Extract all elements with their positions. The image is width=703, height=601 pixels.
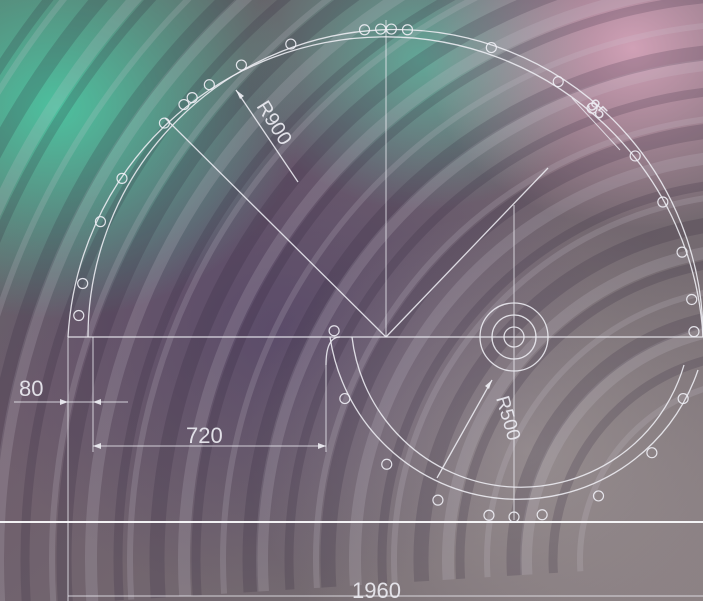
metal-streak [284, 87, 703, 590]
radial-line-left [164, 117, 387, 338]
metal-streak [577, 386, 703, 572]
d720-arrow-left [93, 443, 101, 449]
d80-label: 80 [19, 376, 43, 401]
bolt-hole [536, 509, 548, 521]
bolt-hole [285, 38, 297, 50]
metal-streak [320, 124, 703, 588]
r500-leader [436, 379, 493, 479]
lower-inner-arc [351, 336, 685, 488]
metal-streak [442, 247, 703, 580]
bolt-hole [677, 392, 689, 405]
metal-streak [113, 0, 456, 601]
bolt-hole [73, 309, 85, 322]
r95-label: 95 [583, 95, 611, 123]
metal-streak [127, 0, 479, 600]
metal-streak [56, 0, 360, 601]
bolt-hole [77, 277, 89, 290]
bolt-hole [508, 511, 520, 523]
metal-streak [191, 0, 703, 596]
bolt-hole [385, 23, 397, 35]
d1960-label: 1960 [352, 578, 401, 601]
bolt-hole [178, 98, 190, 111]
metal-streak [455, 260, 703, 580]
bolt-hole [328, 325, 340, 337]
bolt-hole [381, 458, 393, 470]
bolt-hole [688, 326, 700, 338]
metal-streak [413, 218, 703, 582]
metal-streak [313, 116, 703, 589]
bolt-hole [339, 392, 351, 405]
bolt-hole [432, 494, 444, 506]
metal-streak [20, 0, 291, 601]
bolt-hole [186, 92, 198, 104]
d80-arrow-right [93, 399, 101, 405]
bolt-hole [552, 76, 564, 88]
bolt-hole [235, 59, 248, 71]
metal-streak [85, 0, 406, 601]
r95-leader [571, 97, 621, 151]
bolt-hole [586, 102, 598, 114]
metal-streak [520, 326, 703, 576]
bolt-hole [401, 24, 414, 36]
d720-label: 720 [186, 423, 223, 448]
bolt-hole [375, 23, 387, 35]
bolt-hole [646, 447, 658, 459]
metal-streak [349, 153, 703, 586]
metal-streak [548, 356, 703, 574]
d720-arrow-right [318, 443, 326, 449]
bolt-hole [592, 490, 605, 502]
metal-streak [256, 59, 703, 592]
bolt-hole [94, 216, 107, 228]
metal-streak [220, 23, 703, 594]
metal-streak [484, 290, 703, 578]
inner-arc-large [87, 28, 703, 338]
bolt-hole [158, 117, 171, 129]
small-ring [325, 336, 699, 500]
metal-streak [178, 0, 654, 597]
bolt-hole [676, 246, 688, 258]
r900-leader [235, 89, 299, 183]
metal-streak [242, 45, 703, 593]
r500-arrow [485, 380, 492, 389]
metal-streak [377, 181, 703, 585]
metal-streak [149, 0, 558, 599]
outer-arc-small [325, 336, 341, 366]
r900-arrow [236, 90, 244, 99]
bolt-hole [686, 293, 698, 306]
bolt-hole [203, 79, 215, 91]
metal-streak [506, 313, 703, 576]
bolt-hole [485, 41, 497, 54]
bolt-hole [657, 196, 669, 208]
lower-outer-arc [329, 336, 699, 500]
d80-arrow-left [60, 399, 68, 405]
radial-line-right [385, 167, 549, 338]
bolt-holes [73, 23, 700, 523]
bolt-hole [483, 509, 495, 521]
bolt-hole [629, 150, 641, 162]
r500-label: R500 [491, 394, 524, 443]
bolt-hole [358, 24, 371, 36]
bolt-hole [116, 172, 128, 184]
